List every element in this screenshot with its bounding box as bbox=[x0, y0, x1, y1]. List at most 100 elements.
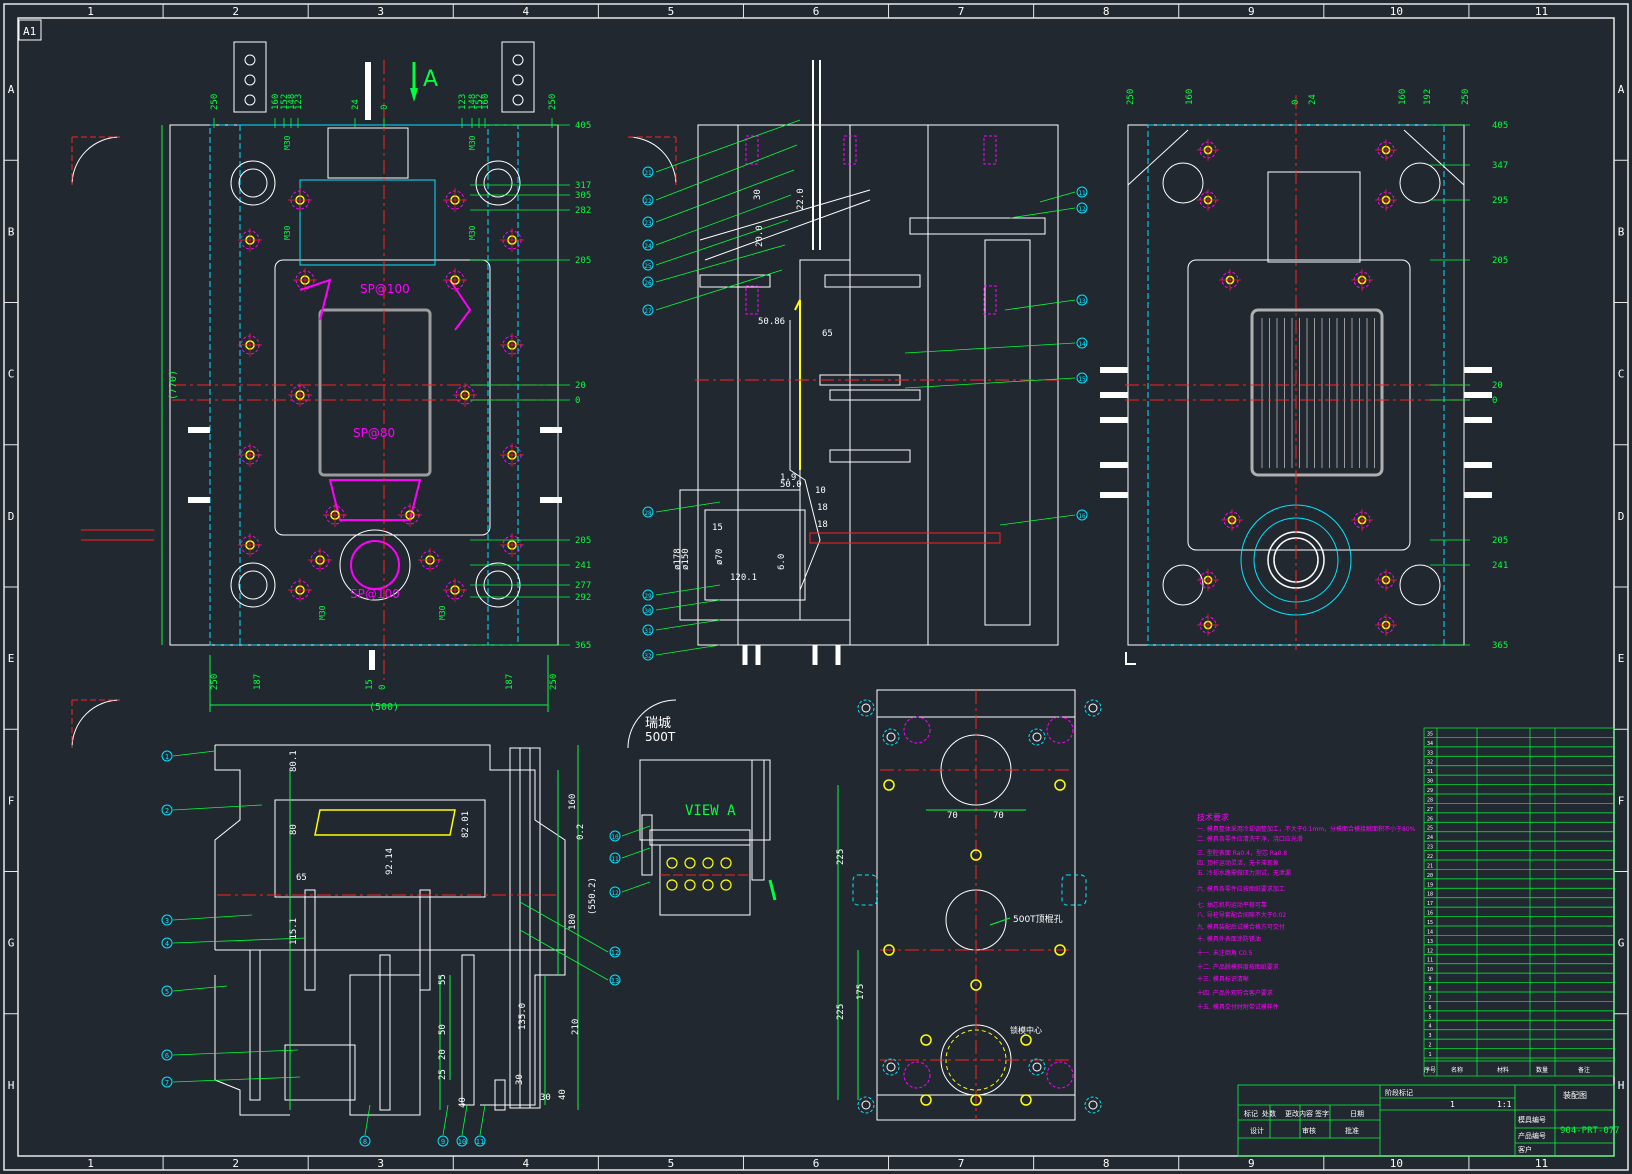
row-label-right: D bbox=[1618, 510, 1625, 523]
tech-note-line: 十三. 模具标识清晰 bbox=[1197, 975, 1249, 983]
assembly-label: 装配图 bbox=[1563, 1090, 1587, 1100]
bolt-hole bbox=[238, 533, 262, 557]
row-label-right: H bbox=[1618, 1079, 1625, 1092]
bom-header: 名称 bbox=[1451, 1066, 1463, 1074]
part-balloon-number: 29 bbox=[644, 593, 652, 600]
part-balloon bbox=[474, 1135, 486, 1147]
stage-label: 阶段标记 bbox=[1385, 1088, 1413, 1097]
tr-right-dim: 295 bbox=[1492, 196, 1508, 206]
sec-dim: 10 bbox=[815, 486, 826, 496]
part-balloon bbox=[161, 914, 173, 926]
bom-row-number: 32 bbox=[1427, 760, 1433, 766]
part-balloon-number: 23 bbox=[644, 220, 652, 227]
sec-dim: 22.0 bbox=[796, 188, 806, 210]
tr-right-dim: 365 bbox=[1492, 641, 1508, 651]
tr-top-dim: 192 bbox=[1423, 89, 1433, 105]
bom-table bbox=[1423, 727, 1615, 1077]
tech-note-line: 十四. 产品外观符合客户要求 bbox=[1197, 989, 1273, 997]
part-balloon bbox=[161, 1049, 173, 1061]
bolt-hole bbox=[500, 443, 524, 467]
part-balloon-number: 11 bbox=[476, 1138, 484, 1146]
row-label-left: D bbox=[8, 510, 15, 523]
tl-right-dim: 205 bbox=[575, 256, 591, 266]
part-balloon-number: 10 bbox=[611, 834, 619, 841]
bom-row-number: 1 bbox=[1428, 1052, 1431, 1058]
bl-dim: 20 bbox=[438, 1049, 448, 1060]
part-balloon-number: 28 bbox=[644, 510, 652, 517]
view-arrow-label: A bbox=[423, 67, 438, 92]
platen-ejector-label: 500T顶棍孔 bbox=[1013, 913, 1063, 925]
sheet-size-label: A1 bbox=[23, 25, 36, 38]
col-label-bottom: 8 bbox=[1103, 1157, 1110, 1170]
part-balloon-number: 13 bbox=[1078, 298, 1086, 305]
part-balloon-number: 12 bbox=[611, 949, 619, 957]
row-label-left: C bbox=[8, 368, 15, 381]
bom-header: 材料 bbox=[1497, 1066, 1509, 1074]
tl-right-dim: 365 bbox=[575, 641, 591, 651]
tl-top-dim: 152 bbox=[475, 94, 485, 110]
sec-dim: ø178 bbox=[673, 548, 683, 570]
tech-note-line: 二. 模具各零件应清洗干净，浇口应光滑 bbox=[1197, 835, 1303, 843]
col-label-top: 1 bbox=[87, 5, 94, 18]
bolt-hole bbox=[238, 333, 262, 357]
part-balloon bbox=[1076, 202, 1088, 214]
bl-dim: 40 bbox=[558, 1089, 568, 1100]
tl-top-dim: 123 bbox=[458, 94, 468, 110]
tr-right-dim: 241 bbox=[1492, 561, 1508, 571]
tb-sign-label: 审核 bbox=[1302, 1126, 1316, 1135]
col-label-top: 7 bbox=[958, 5, 965, 18]
part-balloon-number: 27 bbox=[644, 308, 652, 315]
part-balloon bbox=[1076, 294, 1088, 306]
part-balloon-number: 25 bbox=[644, 263, 652, 270]
tr-right-dim: 0 bbox=[1492, 396, 1497, 406]
bom-row-number: 34 bbox=[1427, 741, 1433, 747]
part-balloon-number: 12 bbox=[1078, 206, 1086, 213]
row-label-left: E bbox=[8, 652, 15, 665]
platen-view bbox=[837, 689, 1102, 1121]
part-balloon-number: 9 bbox=[441, 1138, 445, 1146]
bom-row-number: 3 bbox=[1428, 1033, 1431, 1039]
tl-right-dim: 205 bbox=[575, 536, 591, 546]
part-balloon-number: 10 bbox=[458, 1138, 466, 1146]
tech-note-line: 五. 冷却水路需做压力测试，无泄漏 bbox=[1197, 869, 1291, 877]
sec-dim: 18 bbox=[817, 520, 828, 530]
press-tonnage-label: 500T bbox=[645, 730, 676, 744]
row-label-right: B bbox=[1618, 225, 1625, 238]
tb-sign-label: 批准 bbox=[1345, 1126, 1359, 1135]
sec-dim: 50.0 bbox=[780, 480, 802, 490]
bolt-hole bbox=[238, 443, 262, 467]
part-balloon bbox=[161, 750, 173, 762]
bom-row-number: 26 bbox=[1427, 816, 1433, 822]
bom-header: 数量 bbox=[1536, 1066, 1548, 1074]
bolt-hole bbox=[1197, 569, 1219, 591]
part-balloon-number: 31 bbox=[644, 628, 652, 635]
bl-dim: 50 bbox=[438, 1024, 448, 1035]
sec-dim: 65 bbox=[822, 329, 833, 339]
tech-note-line: 十. 模具外表面涂防锈油 bbox=[1197, 935, 1261, 943]
tl-right-dim: 305 bbox=[575, 191, 591, 201]
sec-dim: ø150 bbox=[681, 548, 691, 570]
view-a-label: VIEW A bbox=[685, 803, 736, 819]
part-balloon bbox=[642, 259, 654, 271]
tech-note-line: 六. 模具各零件应按图纸要求加工 bbox=[1197, 885, 1285, 893]
part-balloon bbox=[642, 624, 654, 636]
part-balloon bbox=[642, 649, 654, 661]
col-label-bottom: 4 bbox=[523, 1157, 530, 1170]
part-balloon bbox=[642, 166, 654, 178]
tl-bottom-dim: 187 bbox=[505, 674, 515, 690]
tl-spring-label: SP@100 bbox=[360, 282, 410, 296]
bolt-hole bbox=[1197, 189, 1219, 211]
platen-center-label: 锁模中心 bbox=[1010, 1025, 1042, 1035]
col-label-bottom: 9 bbox=[1248, 1157, 1255, 1170]
view-a bbox=[639, 759, 777, 916]
part-balloon bbox=[642, 194, 654, 206]
part-balloon-number: 22 bbox=[644, 198, 652, 205]
row-label-left: H bbox=[8, 1079, 15, 1092]
bolt-hole bbox=[500, 228, 524, 252]
bom-row-number: 19 bbox=[1427, 882, 1433, 888]
bom-row-number: 30 bbox=[1427, 779, 1433, 785]
tr-top-dim: 250 bbox=[1126, 89, 1136, 105]
bom-row-number: 5 bbox=[1428, 1014, 1431, 1020]
tl-bottom-dim: 250 bbox=[210, 674, 220, 690]
tl-top-dim: 152 bbox=[280, 94, 290, 110]
